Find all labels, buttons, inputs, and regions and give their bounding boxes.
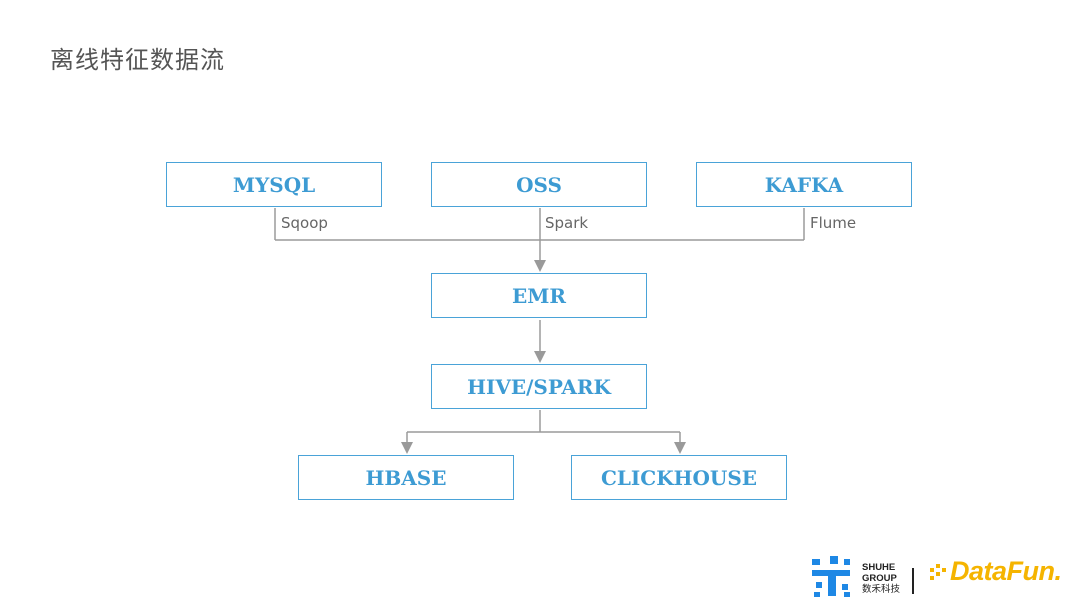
node-emr: EMR: [431, 273, 647, 318]
edge-label-spark: Spark: [545, 214, 589, 232]
edge-label-sqoop: Sqoop: [281, 214, 328, 232]
node-kafka: KAFKA: [696, 162, 912, 207]
node-hbase: HBASE: [298, 455, 514, 500]
datafun-dots-icon: [930, 563, 946, 580]
shuhe-line1: SHUHE: [862, 562, 896, 573]
node-mysql: MYSQL: [166, 162, 382, 207]
shuhe-logo-text: SHUHE GROUP 数禾科技: [862, 562, 900, 595]
shuhe-logo-icon: [812, 556, 850, 597]
node-oss: OSS: [431, 162, 647, 207]
page-title: 离线特征数据流: [50, 46, 225, 74]
node-clickhouse: CLICKHOUSE: [571, 455, 787, 500]
datafun-logo: DataFun.: [930, 556, 1062, 587]
datafun-wordmark: DataFun.: [950, 556, 1062, 586]
logo-separator: [912, 568, 914, 594]
node-hive-spark: HIVE/SPARK: [431, 364, 647, 409]
shuhe-line2: GROUP: [862, 573, 897, 584]
shuhe-line3: 数禾科技: [862, 584, 901, 595]
edge-label-flume: Flume: [810, 214, 857, 232]
